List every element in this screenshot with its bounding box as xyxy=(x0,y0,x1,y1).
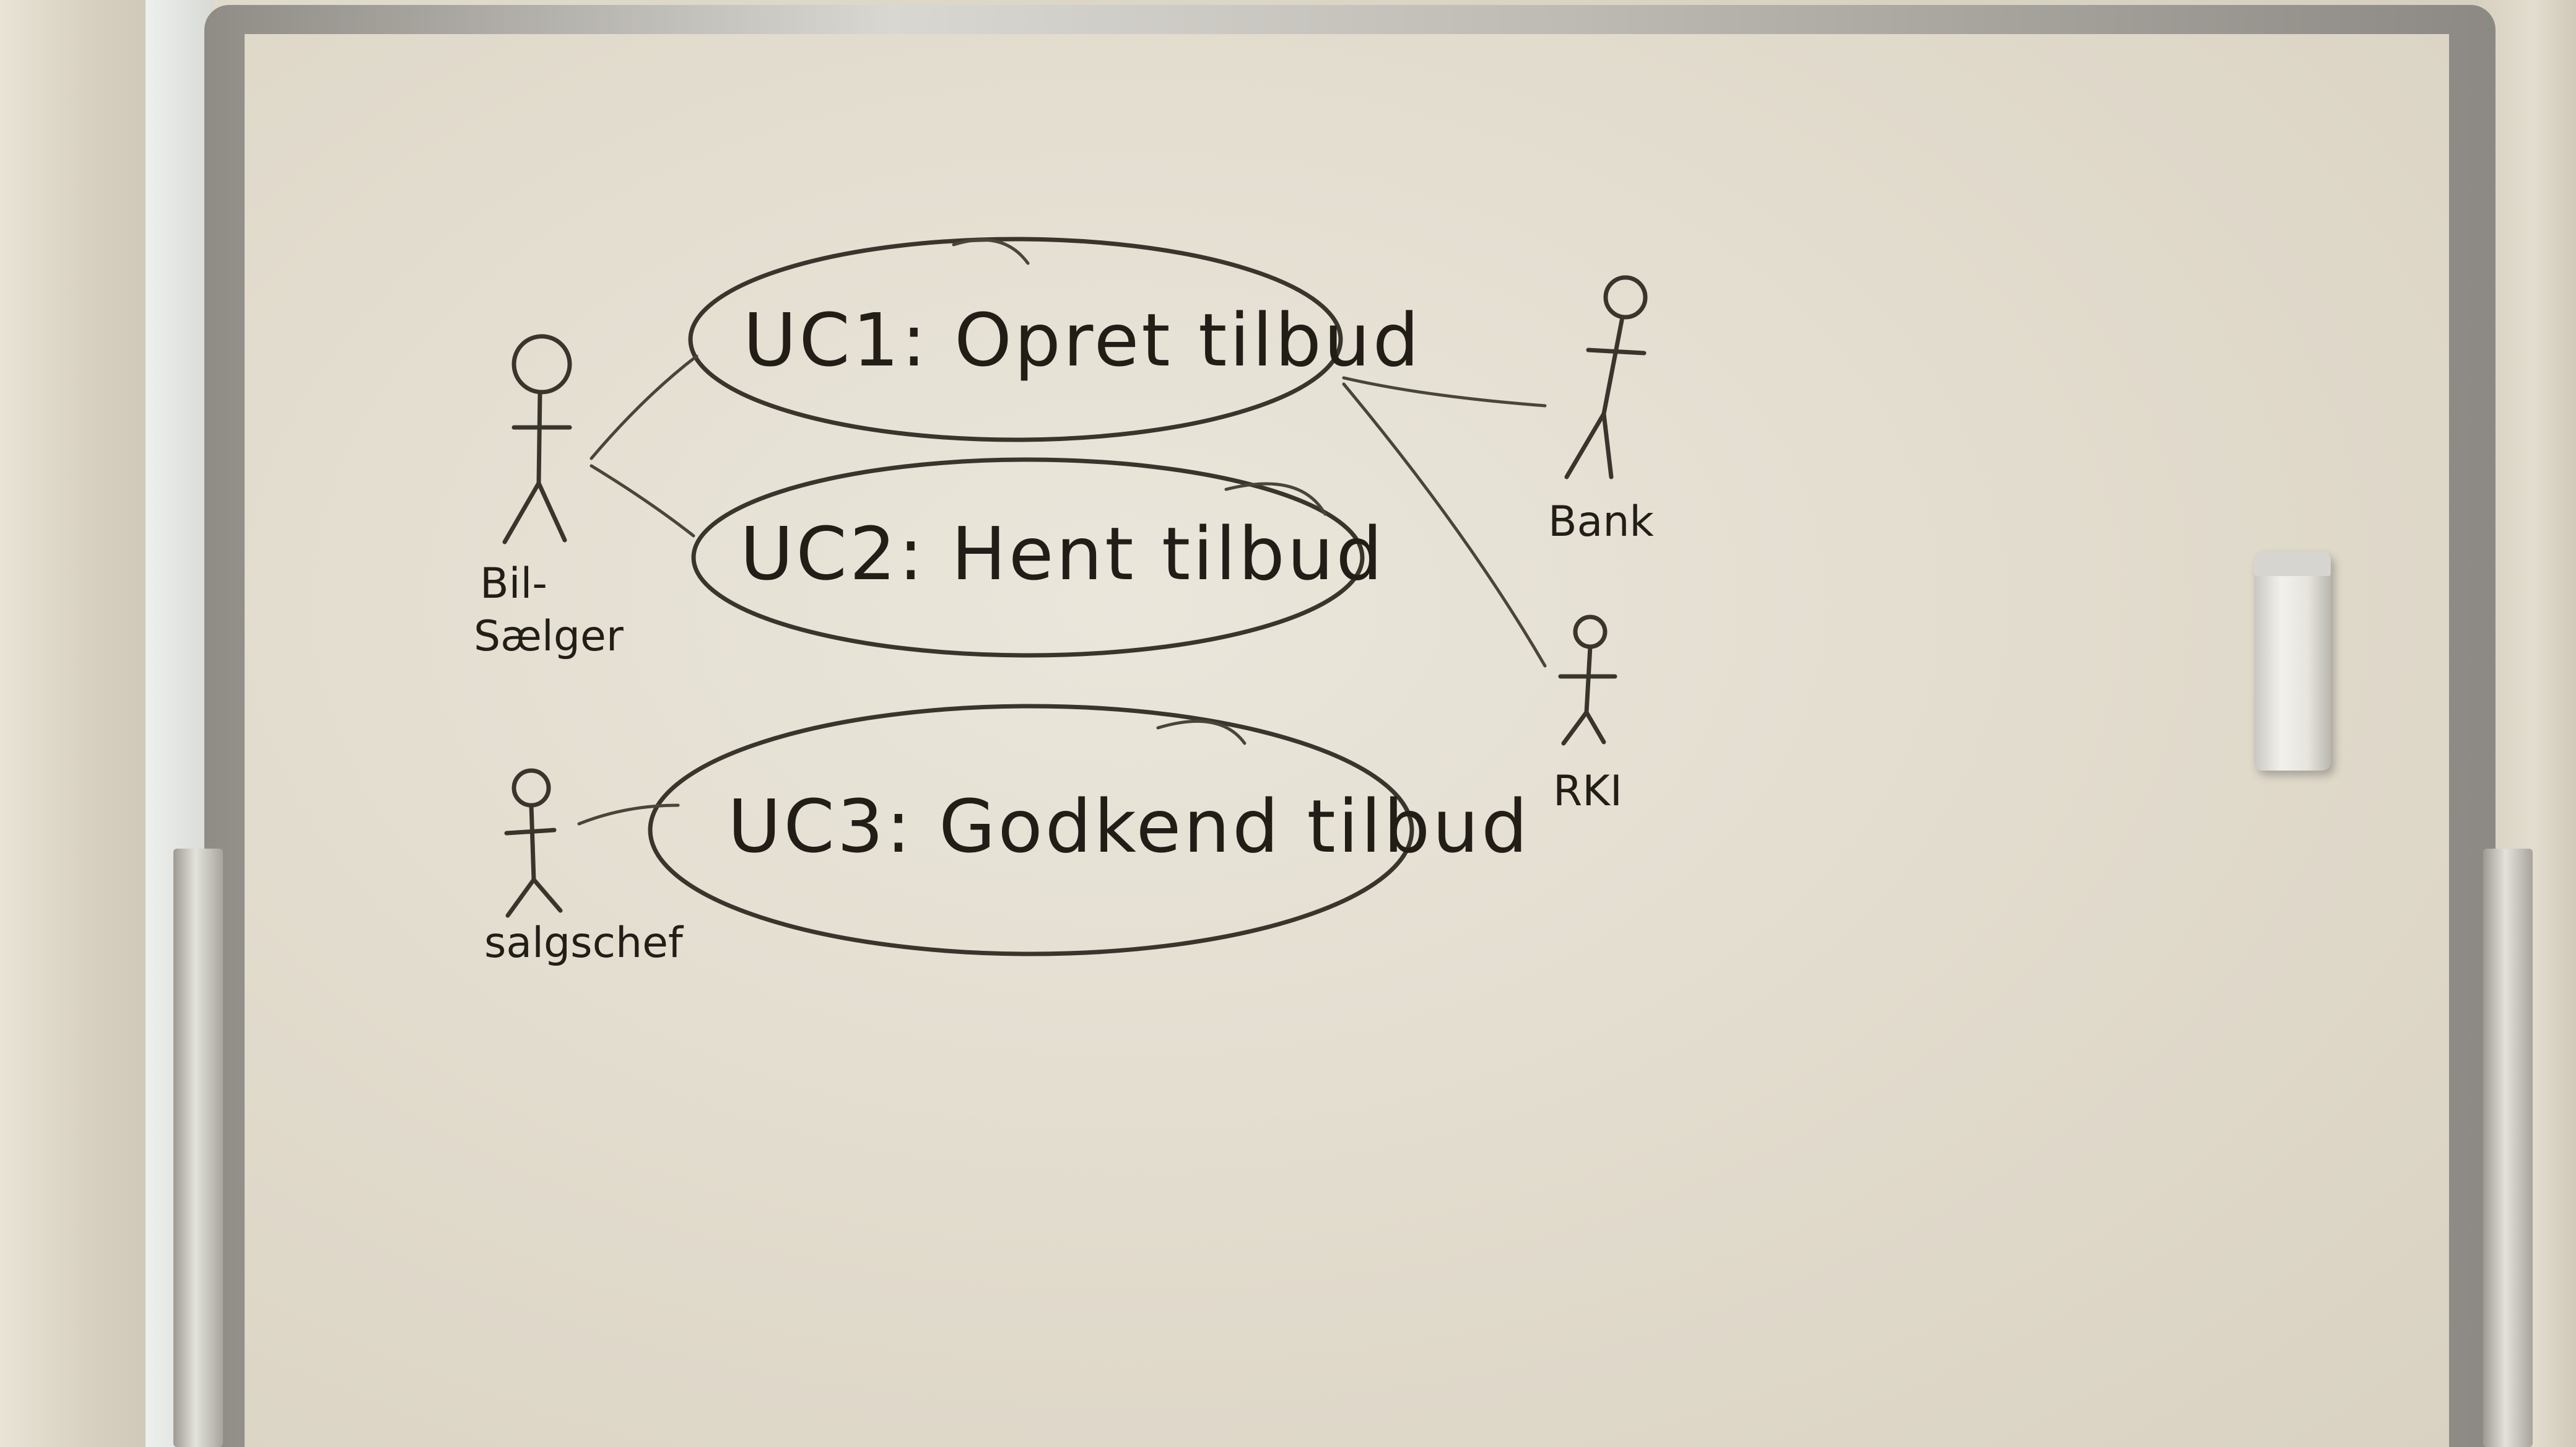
association-uc1-bank xyxy=(1342,376,1547,408)
association-saelger-uc2 xyxy=(590,464,695,538)
use-case-2-ellipse xyxy=(691,457,1365,658)
actor-bil-saelger-figure xyxy=(502,334,572,544)
actor-salgschef-label: salgschef xyxy=(484,919,684,968)
association-saelger-uc1 xyxy=(590,354,698,460)
actor-rki-figure xyxy=(1558,614,1617,746)
stand-leg-right xyxy=(2483,849,2533,1447)
whiteboard-surface xyxy=(245,34,2449,1447)
actor-salgschef-figure xyxy=(504,768,563,918)
use-case-2-ellipse-overlap xyxy=(1224,482,1327,516)
actor-bil-saelger-label-line1: Bil- xyxy=(480,559,547,608)
use-case-3-ellipse xyxy=(648,704,1414,956)
stand-leg-left xyxy=(173,849,223,1447)
use-case-1-ellipse xyxy=(688,237,1343,442)
actor-bank-label: Bank xyxy=(1548,497,1654,546)
use-case-3-ellipse-overlap xyxy=(1156,719,1247,745)
whiteboard-eraser[interactable] xyxy=(2254,551,2331,771)
use-case-1-ellipse-overlap xyxy=(952,238,1030,265)
use-case-2-label: UC2: Hent tilbud xyxy=(740,511,1385,597)
eraser-cap xyxy=(2254,551,2331,576)
actor-bank-figure xyxy=(1564,275,1648,479)
use-case-3-label: UC3: Godkend tilbud xyxy=(728,784,1530,869)
use-case-1-label: UC1: Opret tilbud xyxy=(743,297,1422,383)
actor-rki-label: RKI xyxy=(1553,767,1622,816)
association-uc1-rki xyxy=(1342,382,1547,668)
association-salgschef-uc3 xyxy=(577,803,680,826)
actor-bil-saelger-label-line2: Sælger xyxy=(474,612,624,661)
